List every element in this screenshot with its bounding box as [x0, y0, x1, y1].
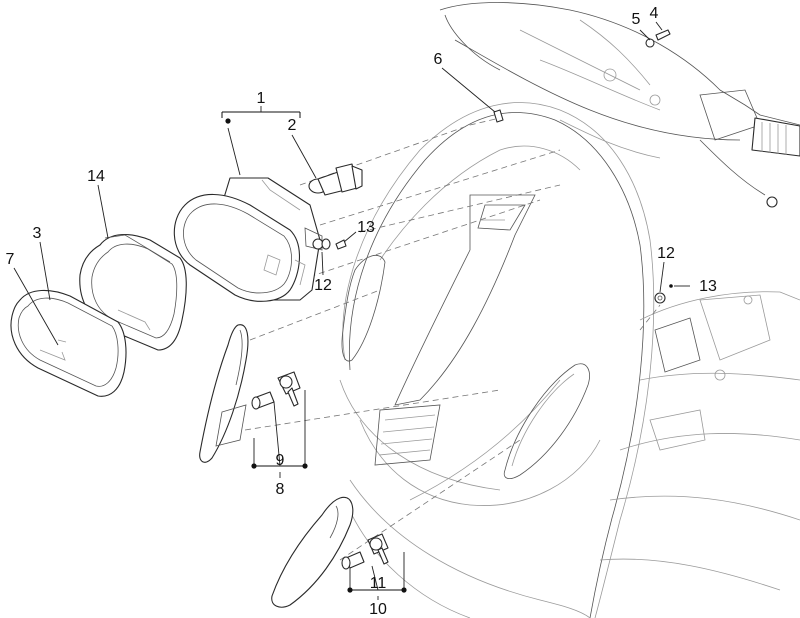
callout-dots	[225, 118, 407, 593]
callout-10: 10	[369, 601, 387, 618]
screw-part-4	[645, 29, 671, 48]
callout-12-left: 12	[314, 277, 332, 294]
nut-part-12-left	[321, 238, 331, 250]
bolt-part-6	[493, 109, 504, 123]
callout-14: 14	[87, 168, 105, 185]
screw-part-13-right	[669, 284, 673, 288]
callout-1: 1	[257, 90, 266, 107]
bulb-part-9	[251, 391, 275, 410]
frame-right	[599, 291, 800, 591]
turn-signal-right-part-10	[271, 496, 354, 608]
callout-9: 9	[276, 452, 285, 469]
handlebar	[439, 2, 800, 208]
callout-11: 11	[370, 575, 387, 592]
callout-12-right: 12	[657, 245, 675, 262]
turn-signal-left-part-8	[199, 324, 249, 463]
callout-13-right: 13	[699, 278, 717, 295]
headlamp-trim-part-3	[10, 289, 127, 397]
horn-cover	[374, 194, 536, 466]
front-shield	[339, 102, 655, 618]
bulb-holder-right	[367, 533, 389, 565]
bulb-holder-left	[277, 371, 301, 407]
callout-5: 5	[632, 11, 641, 28]
callout-leaders	[13, 21, 690, 600]
callout-numbers: 1 2 3 4 5 6 7 8 9 10 11 12 12 13 13 14	[6, 5, 717, 618]
callout-4: 4	[650, 5, 659, 22]
callout-7: 7	[6, 251, 15, 268]
headlamp-unit	[173, 177, 324, 302]
assembly-leader-lines	[244, 117, 661, 561]
callout-8: 8	[276, 481, 285, 498]
bulb-part-2	[308, 163, 363, 196]
shield-openings	[341, 254, 590, 480]
screw-part-13-left	[335, 239, 347, 250]
nut-part-12-right	[654, 292, 666, 304]
bulb-part-11	[341, 551, 365, 570]
callout-2: 2	[288, 117, 297, 134]
callout-13-left: 13	[357, 219, 375, 236]
callout-3: 3	[33, 225, 42, 242]
callout-6: 6	[434, 51, 443, 68]
